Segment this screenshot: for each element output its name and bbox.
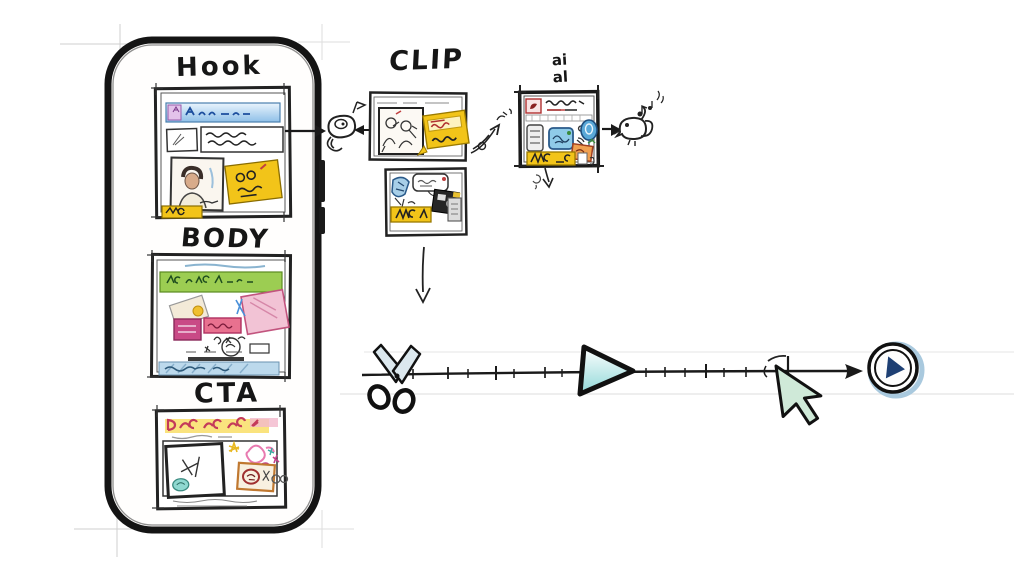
clip-card-1 (368, 91, 470, 162)
play-triangle-icon (577, 344, 636, 397)
side-button-volume (319, 160, 325, 202)
ai-label-line2: al (552, 67, 569, 87)
hook-card (151, 83, 293, 222)
cursor-pointer-icon (774, 364, 823, 426)
side-button-power (319, 207, 325, 234)
cta-card (152, 405, 289, 511)
ai-label: ai al (545, 50, 575, 87)
hook-photo (169, 156, 225, 212)
hook-yellow-tag (224, 159, 283, 205)
timeline-ticks (412, 364, 768, 380)
clip1-yellow-tag (422, 109, 470, 150)
body-card (147, 250, 293, 382)
arrow-right-icon (285, 125, 326, 137)
timeline-arrowhead (845, 364, 863, 379)
squiggle-arrow-icon (470, 108, 512, 154)
app-down-arrow (532, 167, 554, 190)
ai-label-line1: ai (551, 50, 568, 70)
clip-card-2 (384, 167, 468, 237)
clip-label: CLIP (388, 43, 465, 78)
doodle-bird-icon (613, 90, 664, 146)
scissors-icon (367, 343, 422, 414)
hook-header-bar (165, 102, 281, 123)
app-box (514, 85, 604, 173)
arrow-down-icon (415, 246, 431, 304)
cta-highlight (165, 419, 269, 433)
clip1-photo (378, 107, 424, 155)
clip2-speech-bubble (412, 173, 449, 197)
cta-section-label: CTA (193, 377, 261, 410)
cta-stamp (235, 461, 277, 493)
circled-play-button-icon (867, 341, 925, 399)
body-section-label: BODY (179, 223, 271, 255)
cta-photo-frame (164, 441, 226, 500)
doodle-swirl-icon (326, 101, 367, 152)
hook-section-label: Hook (175, 50, 264, 84)
arrow-right-icon-2 (602, 124, 622, 136)
body-collage (168, 288, 290, 357)
